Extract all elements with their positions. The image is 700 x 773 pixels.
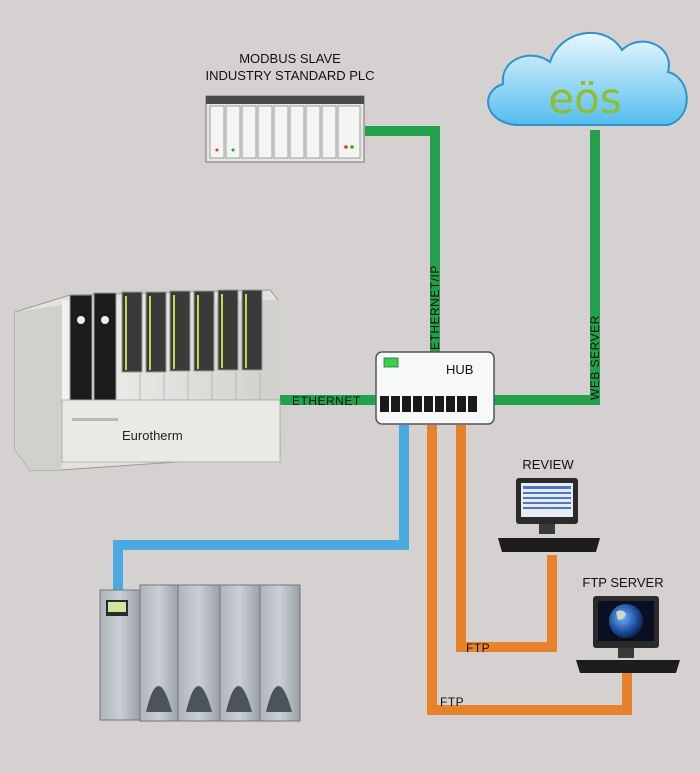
plc-label-line2: INDUSTRY STANDARD PLC	[205, 68, 374, 83]
wire-web-server	[490, 130, 600, 405]
eurotherm-controller	[14, 289, 281, 471]
web-server-label: WEB SERVER	[588, 315, 602, 400]
wire-ftp-review	[456, 425, 557, 652]
ftp-server-computer	[576, 596, 680, 673]
plc-rack	[205, 95, 365, 163]
ftp-review-label: FTP	[466, 641, 490, 655]
hub-device	[375, 351, 495, 425]
ethernet-label: ETHERNET	[292, 394, 361, 408]
eos-cloud	[487, 32, 688, 126]
ethernet-ip-label: ETHERNET/IP	[428, 265, 442, 350]
hub-label: HUB	[446, 362, 473, 377]
plc-label-line1: MODBUS SLAVE	[239, 51, 341, 66]
eos-logo-text: eös	[548, 74, 621, 123]
review-computer	[498, 478, 600, 552]
wire-blue-link	[113, 425, 409, 595]
wire-ethernet-ip	[365, 126, 440, 355]
eurotherm-brand-label: Eurotherm	[122, 428, 183, 443]
power-controller-bank	[99, 584, 301, 722]
ftp-server-label: FTP SERVER	[582, 575, 663, 590]
wire-ftp-server	[427, 425, 632, 715]
review-label: REVIEW	[522, 457, 574, 472]
ftp-server-label: FTP	[440, 695, 464, 709]
